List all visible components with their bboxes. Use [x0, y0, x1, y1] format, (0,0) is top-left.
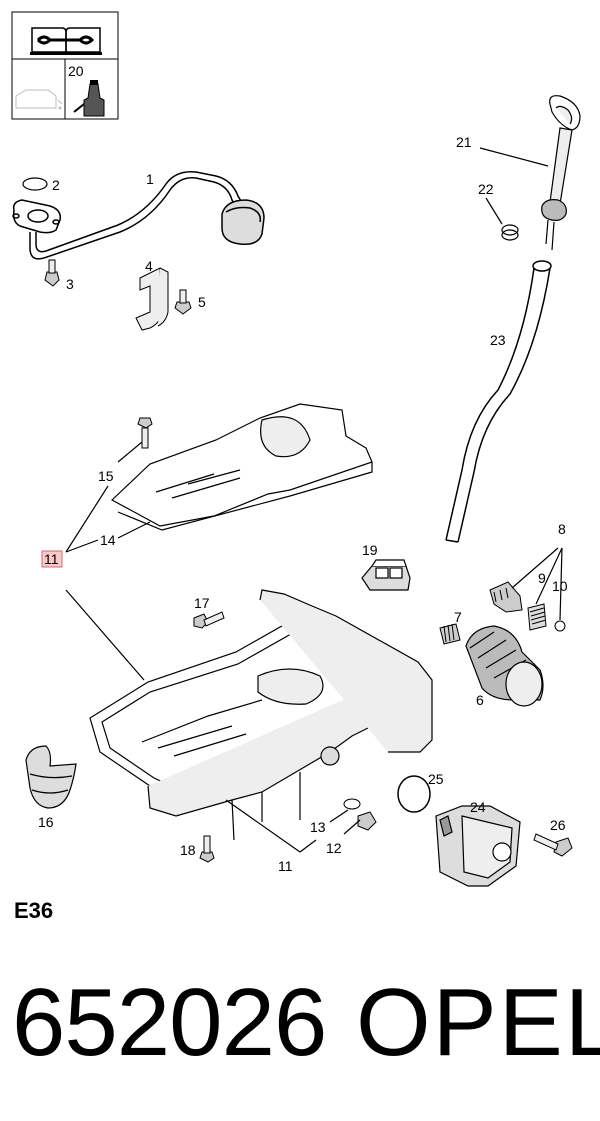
leader-lines	[65, 147, 563, 853]
seal	[25, 745, 77, 809]
callout-14: 14	[100, 532, 116, 548]
callout-10: 10	[552, 578, 568, 594]
bolt-15	[137, 417, 153, 449]
o-ring	[22, 177, 48, 191]
callout-7: 7	[454, 609, 462, 625]
callout-12: 12	[326, 840, 342, 856]
oil-filter	[465, 625, 544, 707]
callout-25: 25	[428, 771, 444, 787]
callout-9: 9	[538, 570, 546, 586]
callout-17: 17	[194, 595, 210, 611]
ball	[554, 620, 566, 632]
bolt-18	[199, 835, 215, 863]
callout-1: 1	[146, 171, 154, 187]
brand-name: OPEL	[356, 969, 600, 1076]
callout-18: 18	[180, 842, 196, 858]
callouts: 1 2 3 4 5 6 7 8 9 10 11 11 12 13 14 15 1…	[38, 134, 568, 874]
callout-11: 11	[44, 551, 59, 567]
oil-pan	[89, 589, 433, 841]
oil-suction-pipe	[12, 171, 265, 260]
callout-21: 21	[456, 134, 472, 150]
callout-2: 2	[52, 177, 60, 193]
callout-3: 3	[66, 276, 74, 292]
gasket-ring	[397, 775, 431, 813]
callout-6: 6	[476, 692, 484, 708]
callout-8: 8	[558, 521, 566, 537]
mount	[361, 559, 411, 591]
part-number: 652026	[12, 969, 327, 1076]
callout-13: 13	[310, 819, 326, 835]
engine-oil-icon	[15, 89, 63, 110]
legend-item-number: 20	[68, 63, 84, 79]
callout-23: 23	[490, 332, 506, 348]
callout-24: 24	[470, 799, 486, 815]
highlight-box	[41, 550, 63, 568]
callout-16: 16	[38, 814, 54, 830]
drain-plug	[343, 798, 377, 831]
oil-pump-housing	[435, 805, 521, 887]
callout-15: 15	[98, 468, 114, 484]
callout-4: 4	[145, 258, 153, 274]
callout-5: 5	[198, 294, 206, 310]
bracket	[135, 267, 169, 331]
callout-26: 26	[550, 817, 566, 833]
callout-19: 19	[362, 542, 378, 558]
spring	[527, 603, 547, 631]
oil-can-icon	[73, 80, 105, 117]
threaded-plug	[439, 623, 461, 645]
bolt-5	[174, 289, 192, 315]
legend-box	[11, 11, 119, 120]
diagram-code: E36	[14, 898, 54, 923]
dipstick	[541, 95, 581, 251]
bolt-17	[193, 611, 225, 629]
bolt-3	[44, 259, 60, 287]
relief-valve	[489, 581, 523, 613]
baffle-plate	[110, 403, 373, 531]
dipstick-tube	[445, 260, 552, 543]
dipstick-seal	[501, 224, 519, 241]
callout-22: 22	[478, 181, 494, 197]
bolt-26	[533, 833, 573, 857]
callout-11-lower: 11	[278, 858, 293, 874]
manual-book-icon	[30, 27, 102, 55]
